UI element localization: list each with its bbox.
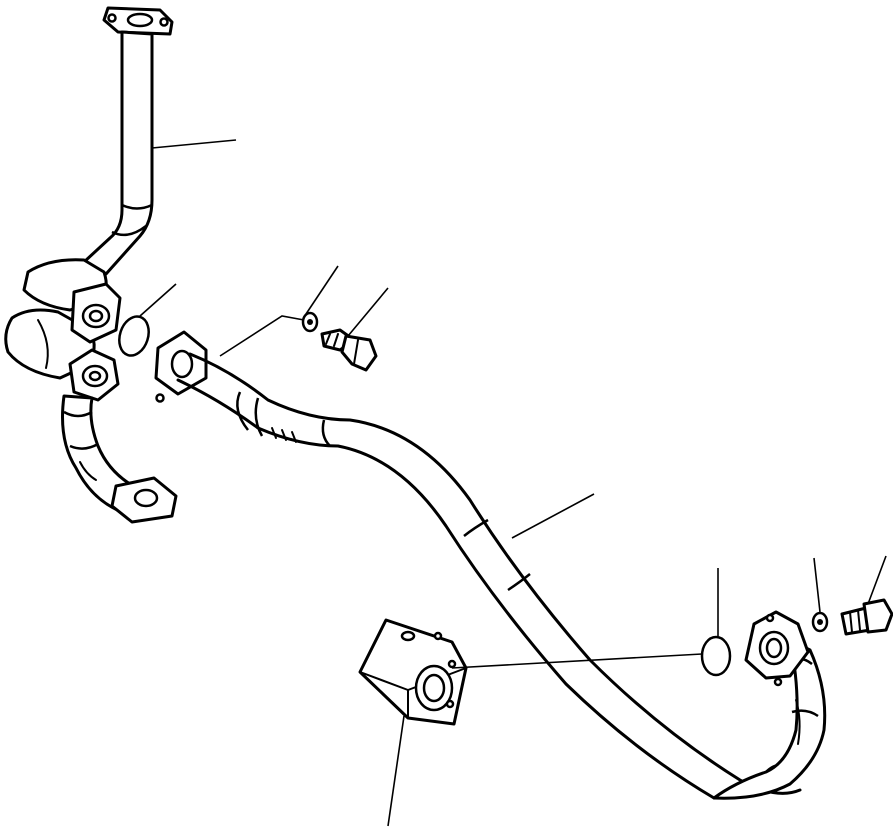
flange-block xyxy=(358,618,703,827)
o-ring-right xyxy=(700,568,732,677)
hose xyxy=(154,330,827,800)
leader-upper-pipe xyxy=(151,139,237,149)
bolt-right xyxy=(840,555,893,636)
o-ring-left xyxy=(118,283,177,357)
upper-pipe xyxy=(82,6,174,276)
lower-pipe xyxy=(61,394,178,524)
bolt-upper xyxy=(320,287,389,372)
washer-right xyxy=(811,557,829,633)
washer-upper xyxy=(219,265,339,357)
elbow-fitting xyxy=(4,258,122,402)
